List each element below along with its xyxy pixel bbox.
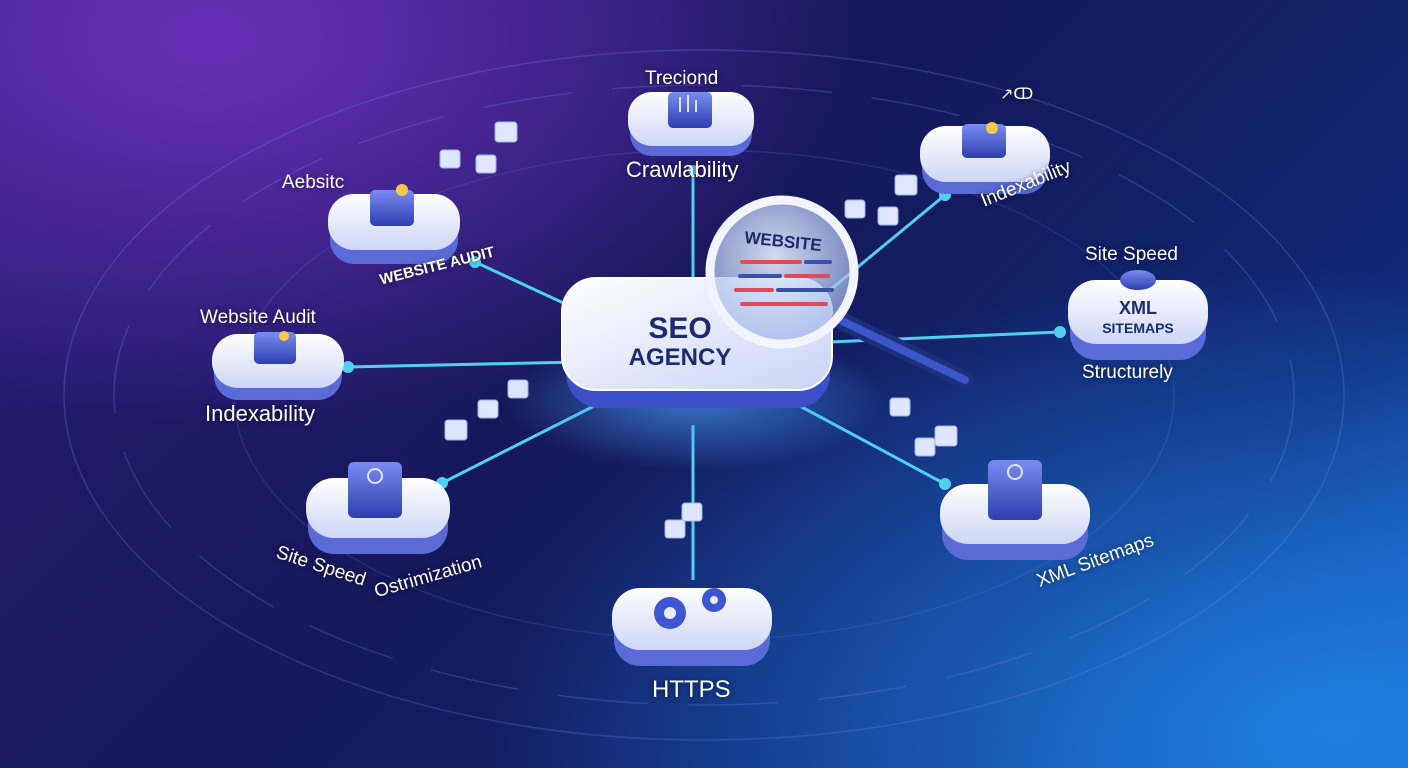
label-top-title: Treciond [645,68,719,89]
hub-title-agency: AGENCY [628,344,732,371]
database-icon [988,460,1042,520]
magnifying-glass-icon [705,195,974,389]
cube-icon [254,332,296,364]
label-left-sub: Indexability [205,401,316,426]
cube-icon [370,190,414,226]
node-left[interactable] [212,331,344,400]
node-bottom[interactable] [612,588,772,666]
database-icon [348,462,402,518]
hub-title-seo: SEO [648,312,712,345]
label-top-sub: Crawlability [626,157,739,182]
gears-icon [654,588,726,629]
label-right-sub: Structurely [1082,362,1173,383]
node-lowleft[interactable] [306,462,450,554]
label-topright-glyph: ↗ↀ [1000,86,1034,103]
label-upleft-title: Aebsitc [282,172,345,193]
cube-icon [962,124,1006,158]
node-right[interactable] [1068,270,1208,360]
server-icon [668,92,712,128]
node-topright[interactable] [920,122,1050,194]
node-upleft[interactable] [328,184,460,264]
connector-dots [342,165,1066,490]
spiral-icon [1120,270,1156,290]
label-bottom-sub: HTTPS [652,676,731,703]
floating-cubes [439,121,958,539]
node-lowright[interactable] [940,460,1090,560]
label-right-inner2: SITEMAPS [1102,320,1174,336]
label-right-inner1: XML [1119,298,1157,318]
node-top[interactable] [628,92,754,156]
label-right-title: Site Speed [1085,244,1178,265]
label-left-title: Website Audit [200,307,316,328]
